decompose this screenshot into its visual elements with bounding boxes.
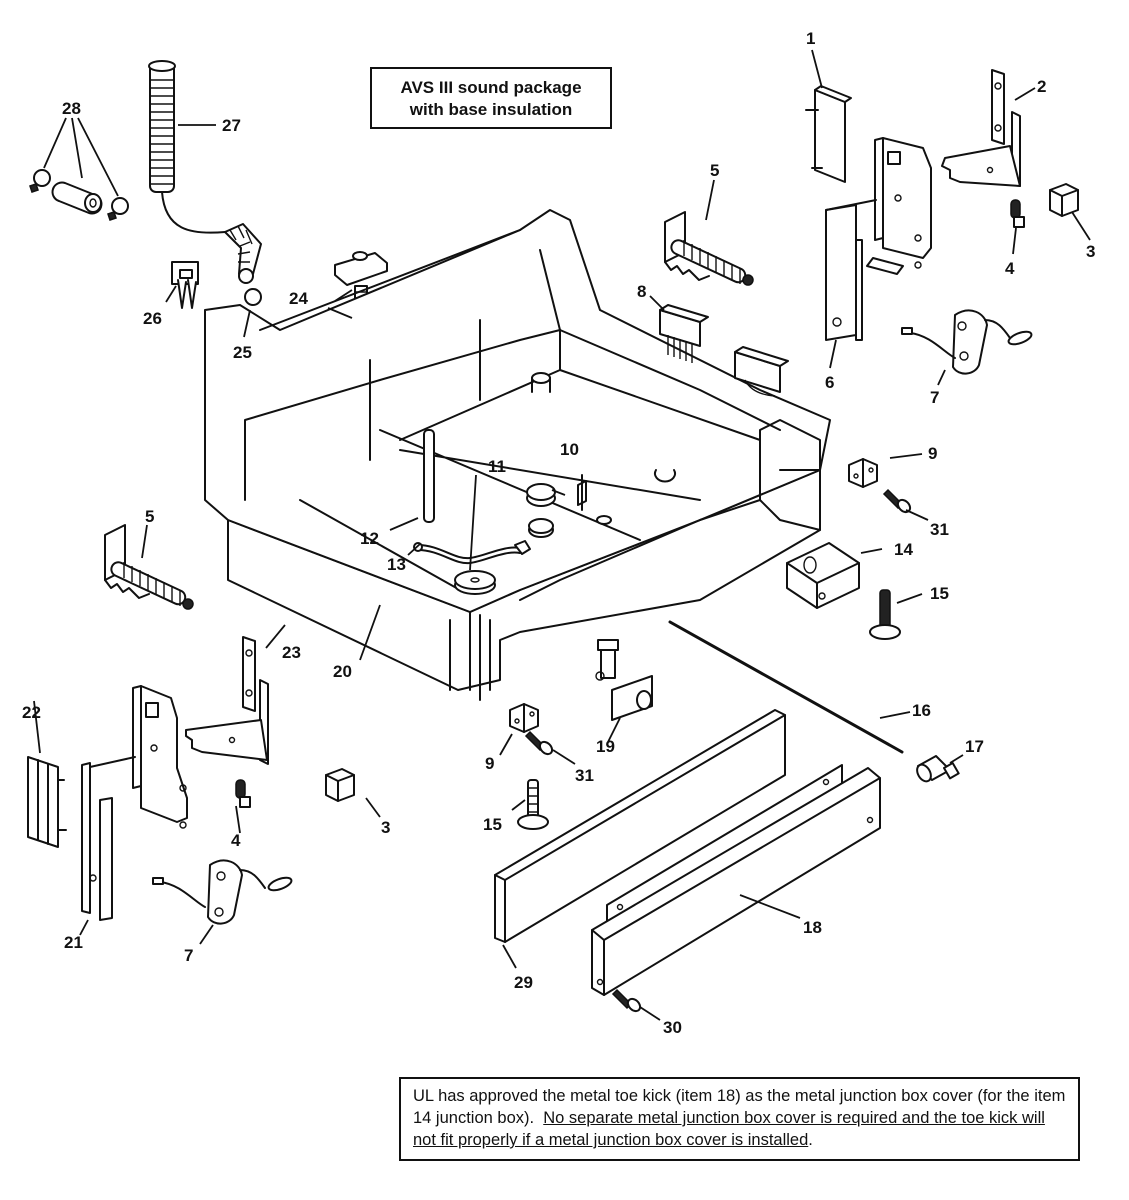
callout-21: 21: [64, 933, 83, 952]
ul-note-text: UL has approved the metal toe kick (item…: [413, 1087, 1066, 1127]
callout-25: 25: [233, 343, 252, 362]
door-spring-part[interactable]: [104, 524, 194, 610]
callout-30: 30: [663, 1018, 682, 1037]
callout-4b: 4: [231, 831, 241, 850]
callout-9b: 9: [485, 754, 494, 773]
float-disk-part[interactable]: [454, 570, 496, 595]
callout-11: 11: [488, 457, 506, 476]
callout-28: 28: [62, 99, 81, 118]
clip-part[interactable]: [1049, 183, 1079, 217]
small-fittings: [577, 469, 676, 525]
grommet-part[interactable]: [526, 483, 556, 538]
screw-part[interactable]: [611, 988, 642, 1013]
callout-3b: 3: [381, 818, 390, 837]
hinge-bracket-left-part[interactable]: [185, 636, 269, 765]
callout-5b: 5: [145, 507, 154, 526]
ul-approval-note: UL has approved the metal toe kick (item…: [399, 1077, 1080, 1161]
callout-7: 7: [930, 388, 939, 407]
hose-connector-kit-part[interactable]: [29, 169, 129, 221]
base-part[interactable]: [204, 209, 831, 701]
water-valve-part[interactable]: [595, 639, 653, 721]
callout-16: 16: [912, 701, 931, 720]
callout-27: 27: [222, 116, 241, 135]
callout-1: 1: [806, 29, 815, 48]
callout-3: 3: [1086, 242, 1095, 261]
hinge-bracket-right-part[interactable]: [941, 69, 1021, 187]
sound-package-line1: AVS III sound package: [400, 78, 582, 97]
side-panel-clip-left-part[interactable]: [27, 756, 67, 848]
insulation-strip-part[interactable]: [494, 709, 786, 943]
wire-connector-part[interactable]: [659, 304, 789, 397]
clip-part[interactable]: [325, 768, 355, 802]
callout-6: 6: [825, 373, 834, 392]
callout-13: 13: [387, 555, 406, 574]
callout-4: 4: [1005, 259, 1015, 278]
callout-labels: 1 2 3 4 5 6 7 8 9 31 14 15 16 17 18 19 3…: [22, 29, 1095, 1037]
drain-hose-part[interactable]: [148, 60, 262, 306]
leveling-leg-part[interactable]: [869, 589, 901, 640]
callout-24: 24: [289, 289, 308, 308]
toe-kick-part[interactable]: [591, 764, 881, 996]
callout-7b: 7: [184, 946, 193, 965]
callout-14: 14: [894, 540, 913, 559]
bracket-part[interactable]: [509, 703, 539, 733]
door-cable-pulley-part[interactable]: [152, 859, 293, 925]
callout-8: 8: [637, 282, 646, 301]
callout-19: 19: [596, 737, 615, 756]
sound-package-line2: with base insulation: [409, 100, 573, 119]
side-panel-clip-part[interactable]: [805, 85, 852, 183]
callout-23: 23: [282, 643, 301, 662]
sound-package-note: AVS III sound package with base insulati…: [370, 67, 612, 129]
callout-12: 12: [360, 529, 379, 548]
callout-31: 31: [930, 520, 949, 539]
callout-15b: 15: [483, 815, 502, 834]
hose-clip-part[interactable]: [171, 261, 199, 309]
callout-17: 17: [965, 737, 984, 756]
callout-2: 2: [1037, 77, 1046, 96]
door-spring-part[interactable]: [664, 211, 754, 286]
screw-part[interactable]: [524, 730, 554, 756]
cap-part[interactable]: [914, 755, 960, 784]
junction-box-part[interactable]: [786, 542, 860, 609]
bracket-part[interactable]: [848, 458, 878, 488]
callout-10: 10: [560, 440, 579, 459]
callout-18: 18: [803, 918, 822, 937]
ul-note-warning: No separate metal junction box cover is …: [413, 1109, 1045, 1149]
callout-26: 26: [143, 309, 162, 328]
callout-5: 5: [710, 161, 719, 180]
leveling-leg-part[interactable]: [517, 779, 549, 830]
hinge-pin-part[interactable]: [235, 779, 251, 808]
callout-20: 20: [333, 662, 352, 681]
mounting-bracket-left-part[interactable]: [81, 685, 188, 921]
callout-29: 29: [514, 973, 533, 992]
ul-note-end: .: [808, 1131, 813, 1149]
rod-part[interactable]: [668, 620, 904, 754]
mounting-bracket-right-part[interactable]: [825, 137, 932, 341]
leader-lines: [33, 49, 1091, 1021]
callout-15: 15: [930, 584, 949, 603]
callout-31b: 31: [575, 766, 594, 785]
door-cable-pulley-part[interactable]: [901, 309, 1033, 375]
callout-22: 22: [22, 703, 41, 722]
callout-9: 9: [928, 444, 937, 463]
hinge-pin-part[interactable]: [1010, 199, 1025, 228]
